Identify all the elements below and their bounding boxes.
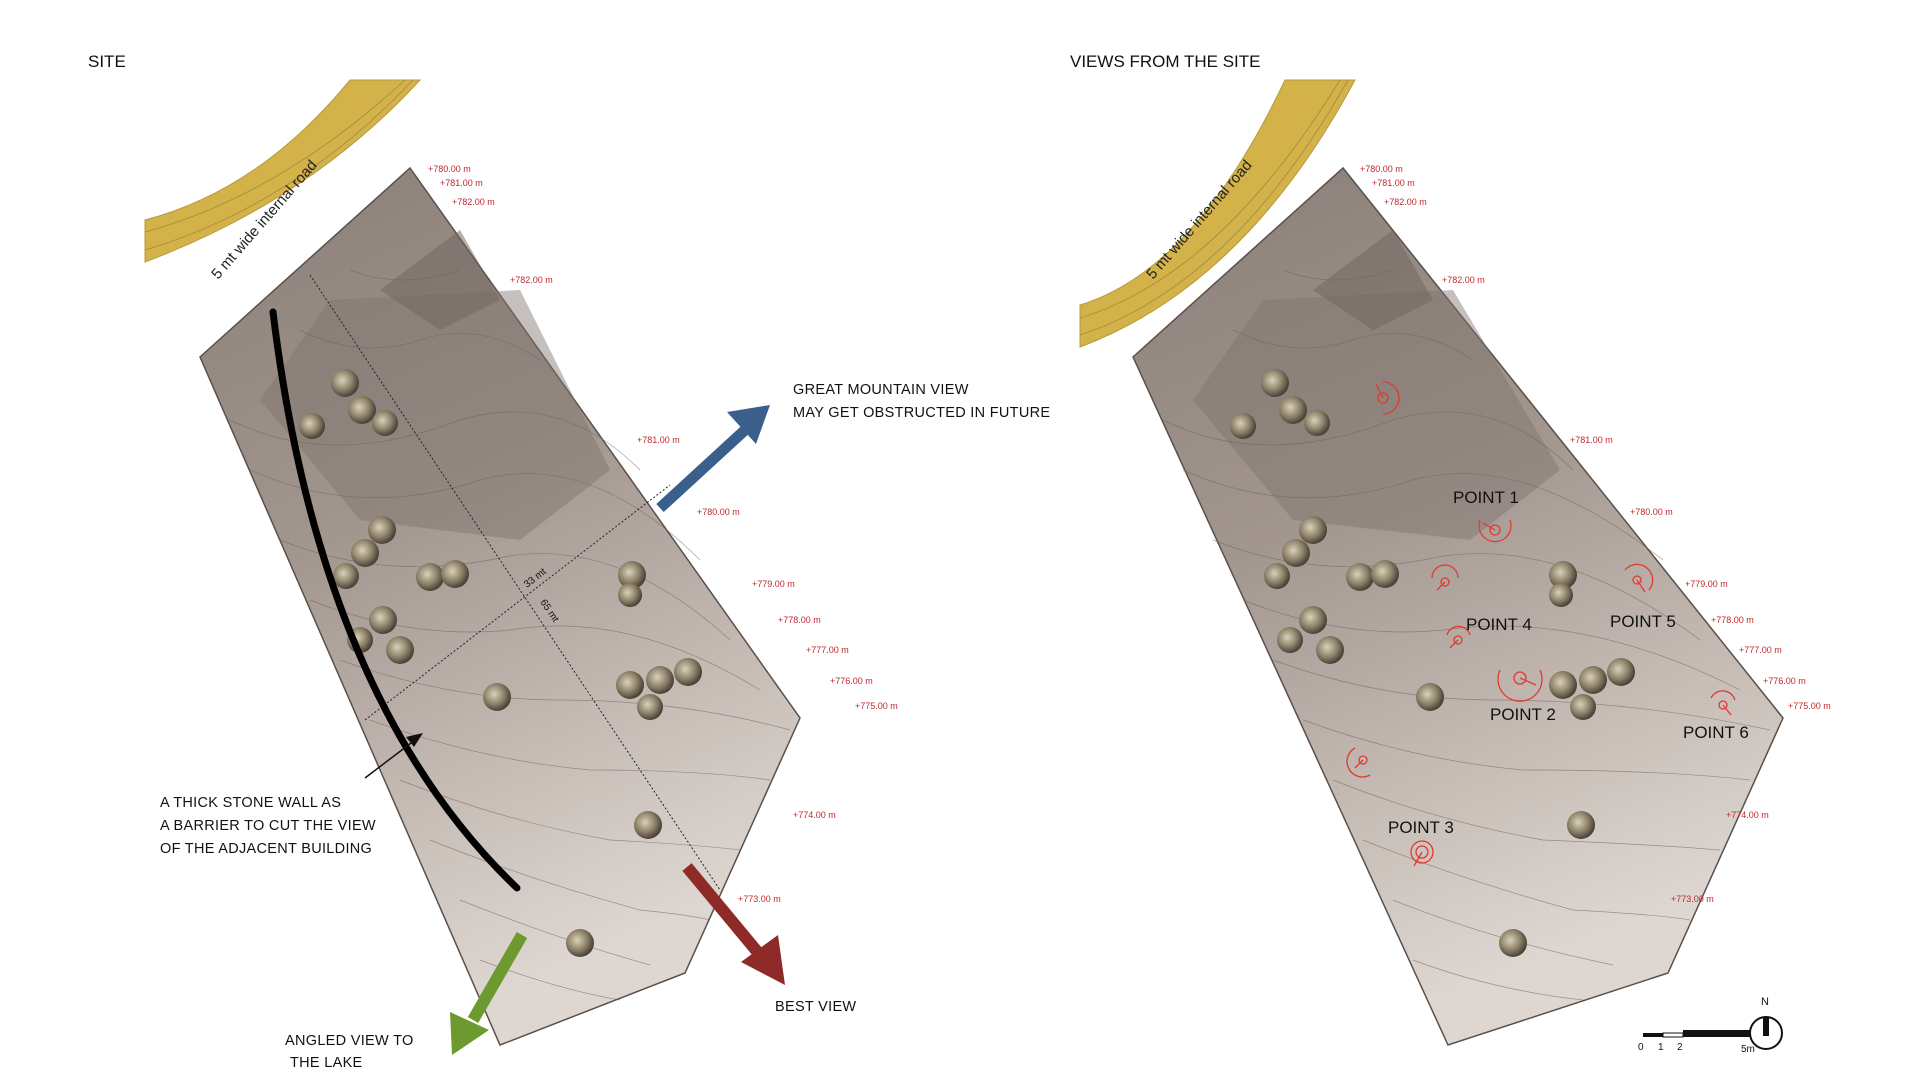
elevation-label: +773.00 m bbox=[1671, 894, 1714, 904]
point-label: POINT 5 bbox=[1610, 612, 1676, 631]
note-line: A BARRIER TO CUT THE VIEW bbox=[160, 818, 376, 834]
point-label: POINT 2 bbox=[1490, 705, 1556, 724]
elevation-label: +777.00 m bbox=[1739, 645, 1782, 655]
note-line: OF THE ADJACENT BUILDING bbox=[160, 841, 372, 857]
elevation-label: +780.00 m bbox=[697, 507, 740, 517]
point-labels: POINT 1 POINT 2 POINT 3 POINT 4 POINT 5 … bbox=[1388, 488, 1749, 837]
left-panel-title: SITE bbox=[88, 52, 126, 71]
trees bbox=[1230, 369, 1635, 957]
viewpoint-marker bbox=[1375, 381, 1400, 415]
lake-view-note: ANGLED VIEW TO THE LAKE bbox=[285, 1033, 414, 1071]
point-label: POINT 4 bbox=[1466, 615, 1532, 634]
dimension-lines bbox=[309, 274, 721, 891]
north-label: N bbox=[1761, 996, 1769, 1008]
site-plot bbox=[1132, 166, 1784, 1046]
elevation-label: +782.00 m bbox=[510, 275, 553, 285]
elevation-label: +781.00 m bbox=[440, 178, 483, 188]
stone-wall bbox=[269, 308, 521, 892]
point-label: POINT 6 bbox=[1683, 723, 1749, 742]
best-view-arrow bbox=[682, 863, 785, 985]
elevation-label: +782.00 m bbox=[1442, 275, 1485, 285]
right-panel-title: VIEWS FROM THE SITE bbox=[1070, 52, 1260, 71]
elevation-label: +774.00 m bbox=[793, 810, 836, 820]
viewpoint-marker bbox=[1497, 669, 1543, 702]
lake-view-arrow bbox=[450, 932, 528, 1055]
viewpoint-marker bbox=[1446, 625, 1471, 649]
left-elevations: +780.00 m +781.00 m +782.00 m +782.00 m … bbox=[428, 164, 898, 904]
right-elevations: +780.00 m +781.00 m +782.00 m +782.00 m … bbox=[1360, 164, 1831, 904]
note-line: MAY GET OBSTRUCTED IN FUTURE bbox=[793, 405, 1050, 421]
scale-label: 1 bbox=[1658, 1042, 1664, 1053]
elevation-label: +779.00 m bbox=[1685, 579, 1728, 589]
elevation-label: +775.00 m bbox=[1788, 701, 1831, 711]
scale-label: 5m bbox=[1741, 1044, 1755, 1055]
note-line: GREAT MOUNTAIN VIEW bbox=[793, 382, 969, 398]
stone-wall-note: A THICK STONE WALL AS A BARRIER TO CUT T… bbox=[160, 795, 376, 857]
elevation-label: +773.00 m bbox=[738, 894, 781, 904]
elevation-label: +781.00 m bbox=[637, 435, 680, 445]
elevation-label: +778.00 m bbox=[1711, 615, 1754, 625]
north-arrow-icon: N bbox=[1749, 996, 1783, 1050]
elevation-label: +779.00 m bbox=[752, 579, 795, 589]
elevation-label: +775.00 m bbox=[855, 701, 898, 711]
wall-pointer-arrow bbox=[364, 733, 423, 779]
point-label: POINT 3 bbox=[1388, 818, 1454, 837]
elevation-label: +780.00 m bbox=[1360, 164, 1403, 174]
elevation-label: +780.00 m bbox=[428, 164, 471, 174]
point-label: POINT 1 bbox=[1453, 488, 1519, 507]
site-plot bbox=[199, 166, 801, 1046]
elevation-label: +780.00 m bbox=[1630, 507, 1673, 517]
elevation-label: +781.00 m bbox=[1372, 178, 1415, 188]
contour-lines bbox=[229, 269, 791, 1001]
scale-label: 0 bbox=[1638, 1042, 1644, 1053]
right-panel: VIEWS FROM THE SITE 5 mt wide internal r… bbox=[1070, 52, 1831, 1055]
viewpoint-marker bbox=[1410, 840, 1434, 867]
best-view-note: BEST VIEW bbox=[775, 999, 856, 1015]
note-line: A THICK STONE WALL AS bbox=[160, 795, 341, 811]
viewpoint-marker bbox=[1431, 564, 1459, 591]
viewpoint-marker bbox=[1346, 747, 1371, 778]
elevation-label: +781.00 m bbox=[1570, 435, 1613, 445]
left-panel: SITE 5 mt wide internal road bbox=[88, 52, 1050, 1071]
scale-bar: 0 1 2 5m bbox=[1638, 1030, 1755, 1055]
note-line: ANGLED VIEW TO bbox=[285, 1033, 414, 1049]
elevation-label: +776.00 m bbox=[830, 676, 873, 686]
elevation-label: +774.00 m bbox=[1726, 810, 1769, 820]
elevation-label: +777.00 m bbox=[806, 645, 849, 655]
elevation-label: +782.00 m bbox=[1384, 197, 1427, 207]
scale-label: 2 bbox=[1677, 1042, 1683, 1053]
elevation-label: +782.00 m bbox=[452, 197, 495, 207]
mountain-view-note: GREAT MOUNTAIN VIEW MAY GET OBSTRUCTED I… bbox=[793, 382, 1050, 421]
viewpoint-marker bbox=[1710, 690, 1736, 716]
viewpoint-markers bbox=[1346, 381, 1736, 867]
viewpoint-marker bbox=[1624, 563, 1654, 593]
viewpoint-marker bbox=[1478, 519, 1512, 543]
mountain-view-arrow bbox=[656, 405, 770, 513]
note-line: THE LAKE bbox=[290, 1055, 363, 1071]
elevation-label: +778.00 m bbox=[778, 615, 821, 625]
elevation-label: +776.00 m bbox=[1763, 676, 1806, 686]
